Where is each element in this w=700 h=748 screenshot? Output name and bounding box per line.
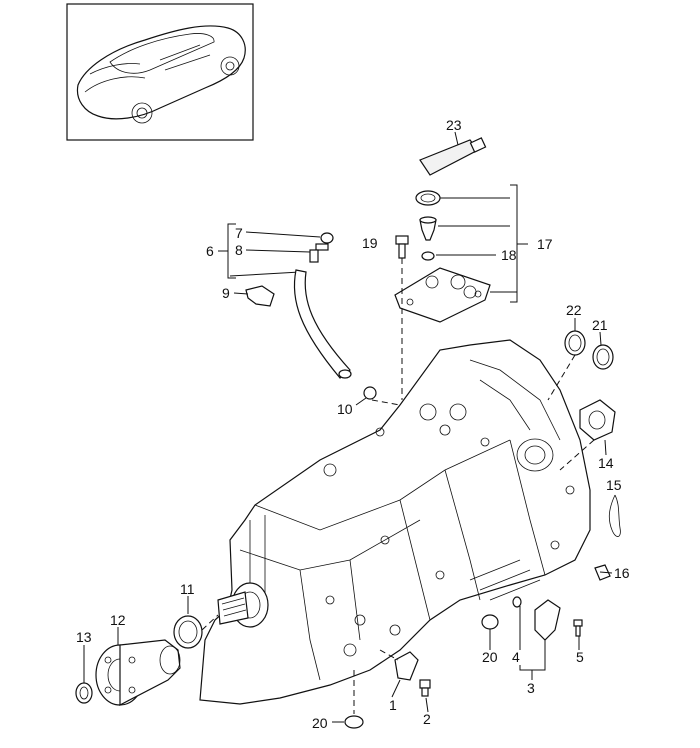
callout-labels: 1 2 3 4 5 6 7 8 9 10 11 12 13 14 15 16 1…: [76, 117, 630, 731]
callout-14: 14: [598, 455, 614, 471]
callout-9: 9: [222, 285, 230, 301]
callout-21: 21: [592, 317, 608, 333]
vehicle-thumbnail: [66, 3, 254, 141]
flange-12: [95, 627, 181, 706]
sensor-1: [379, 649, 431, 713]
callout-12: 12: [110, 612, 126, 628]
callout-17: 17: [537, 236, 553, 252]
callout-2: 2: [423, 711, 431, 727]
bolt-19: [395, 235, 409, 259]
callout-19: 19: [362, 235, 378, 251]
clips-15-16: [594, 494, 621, 581]
callout-11: 11: [180, 581, 195, 597]
callout-3: 3: [527, 680, 535, 696]
bolt-10: [355, 386, 377, 406]
callout-20-upper: 20: [482, 649, 498, 665]
output-shaft: [217, 582, 269, 628]
cover-plate: [394, 190, 491, 323]
callout-10: 10: [337, 401, 353, 417]
guide-lines: [371, 258, 595, 471]
hose: [293, 269, 352, 379]
transmission-housing: [199, 339, 591, 705]
sensor-3: [512, 596, 583, 680]
clip-9: [233, 285, 275, 307]
callout-7: 7: [235, 225, 243, 241]
callout-5: 5: [576, 649, 584, 665]
bracket-17: [436, 184, 528, 303]
breather-parts: [218, 223, 334, 279]
tube: [419, 131, 487, 176]
seal-11: [173, 596, 219, 649]
callout-22: 22: [566, 302, 582, 318]
plugs-20: [332, 614, 499, 729]
callout-23: 23: [446, 117, 462, 133]
seal-13: [75, 645, 93, 704]
callout-6: 6: [206, 243, 214, 259]
callout-15: 15: [606, 477, 622, 493]
callout-20-lower: 20: [312, 715, 328, 731]
callout-16: 16: [614, 565, 630, 581]
callout-1: 1: [389, 697, 397, 713]
cover-14: [579, 399, 616, 456]
callout-13: 13: [76, 629, 92, 645]
callout-4: 4: [512, 649, 520, 665]
callout-18: 18: [501, 247, 517, 263]
callout-8: 8: [235, 242, 243, 258]
